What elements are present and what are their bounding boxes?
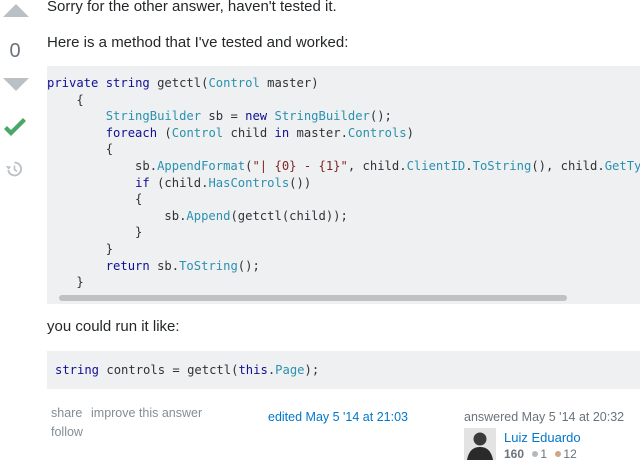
code-token: Control	[171, 125, 224, 140]
silver-badge-icon	[532, 451, 539, 458]
code-token	[47, 109, 106, 123]
code-block: string controls = getctl(this.Page);	[47, 351, 640, 389]
checkmark-icon	[4, 118, 26, 136]
code-text: string controls = getctl(this.Page);	[55, 362, 319, 378]
code-token: sb =	[201, 109, 246, 124]
code-token: if	[135, 175, 150, 190]
avatar[interactable]	[464, 428, 496, 460]
user-reputation: 160 1 12	[504, 447, 577, 460]
vote-cell: 0	[0, 0, 30, 460]
history-icon[interactable]	[5, 160, 23, 178]
code-token: string	[55, 363, 100, 377]
answered-time: answered May 5 '14 at 20:32	[464, 410, 625, 424]
code-token: getctl(	[149, 76, 209, 90]
code-token	[47, 126, 106, 140]
user-name-link[interactable]: Luiz Eduardo	[504, 430, 581, 445]
code-token: {	[47, 92, 84, 107]
code-token: (), child.	[531, 158, 605, 173]
horizontal-scrollbar[interactable]	[47, 292, 640, 304]
code-token: .	[465, 158, 473, 173]
code-token: sb.	[47, 208, 187, 223]
code-token: Controls	[347, 125, 407, 140]
code-token: in	[274, 125, 290, 140]
bronze-badge-count: 12	[563, 447, 577, 460]
code-token	[47, 259, 106, 273]
code-token: GetType	[604, 158, 640, 173]
arrow-up-icon[interactable]	[3, 4, 29, 17]
code-token: ClientID	[406, 158, 466, 173]
post-paragraph: you could run it like:	[47, 318, 180, 335]
code-token: ())	[289, 175, 312, 190]
code-token: {	[47, 142, 114, 157]
code-token: }	[47, 225, 143, 240]
code-token: .	[267, 363, 276, 377]
edited-link[interactable]: edited May 5 '14 at 21:03	[268, 410, 408, 424]
arrow-down-icon[interactable]	[3, 78, 29, 91]
code-token: new	[245, 109, 268, 124]
code-token: (child.	[149, 175, 209, 190]
code-token: }	[47, 275, 84, 290]
code-token: private	[47, 76, 99, 90]
code-token: Append	[186, 208, 231, 223]
code-token: Page	[275, 363, 305, 377]
code-token: ToString	[472, 158, 532, 173]
bronze-badge-icon	[555, 451, 562, 458]
share-link[interactable]: share	[51, 406, 83, 420]
user-avatar-image	[464, 428, 496, 460]
code-token: master)	[259, 76, 319, 90]
code-token: ();	[237, 258, 260, 273]
follow-link[interactable]: follow	[51, 425, 83, 439]
code-token: (	[157, 125, 172, 140]
code-token: ();	[369, 109, 392, 124]
code-token: string	[105, 76, 150, 90]
post-paragraph: Sorry for the other answer, haven't test…	[47, 0, 337, 15]
code-token: );	[304, 363, 320, 377]
code-token: child	[223, 125, 275, 140]
code-token: (getctl(child));	[230, 208, 348, 223]
code-token: Control	[208, 76, 260, 90]
code-token: StringBuilder	[105, 109, 202, 124]
code-token: , child.	[347, 158, 407, 173]
code-token: master.	[289, 125, 348, 140]
code-token: ToString	[179, 258, 238, 273]
code-token: (	[245, 158, 253, 173]
code-token	[47, 176, 135, 190]
scrollbar-thumb[interactable]	[59, 295, 567, 301]
code-token: this	[238, 363, 268, 377]
code-token: sb.	[47, 158, 158, 173]
code-token	[98, 76, 105, 90]
code-token: StringBuilder	[274, 109, 370, 124]
code-token: HasControls	[208, 175, 290, 190]
improve-answer-link[interactable]: improve this answer	[91, 406, 203, 420]
code-token: foreach	[105, 125, 158, 140]
code-text: private string getctl(Control master) { …	[47, 75, 640, 291]
code-token: {	[47, 192, 143, 207]
code-token: AppendFormat	[157, 158, 246, 173]
post-paragraph: Here is a method that I've tested and wo…	[47, 34, 349, 51]
vote-count: 0	[9, 40, 21, 62]
code-token: "| {0} - {1}"	[252, 158, 348, 173]
code-token: return	[105, 258, 150, 273]
reputation-score: 160	[504, 447, 525, 460]
code-token: )	[406, 125, 414, 140]
code-block: private string getctl(Control master) { …	[47, 66, 640, 304]
code-token: }	[47, 241, 114, 256]
silver-badge-count: 1	[540, 447, 548, 460]
code-token: controls = getctl(	[99, 363, 239, 377]
code-token: sb.	[149, 258, 180, 273]
